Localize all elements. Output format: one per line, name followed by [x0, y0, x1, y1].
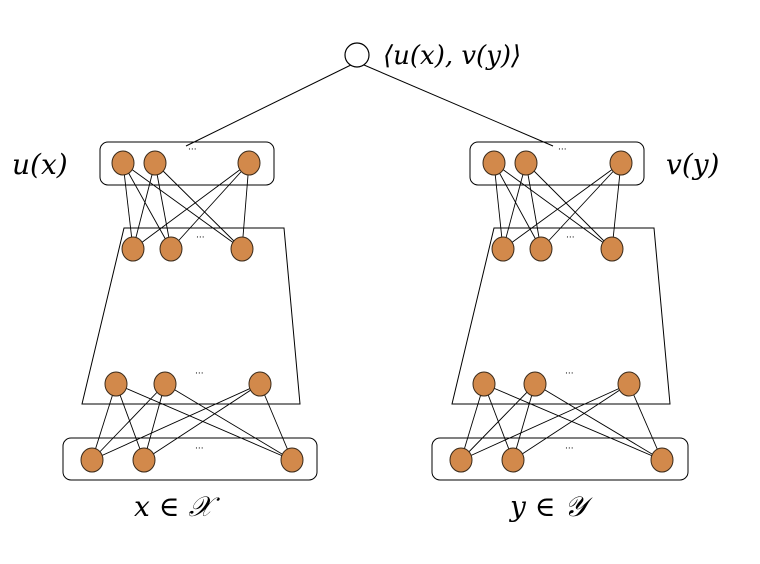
left-input-box	[62, 437, 318, 481]
neuron-icon	[280, 447, 304, 473]
neuron-icon	[104, 371, 128, 397]
neuron-icon	[600, 236, 624, 262]
neuron-icon	[514, 150, 538, 176]
left-input-layer	[80, 447, 304, 473]
left-upper-connections	[122, 162, 250, 250]
neuron-icon	[143, 150, 167, 176]
left-hidden-bottom-layer	[104, 371, 272, 397]
neuron-icon	[617, 371, 641, 397]
right-embedding-box	[469, 141, 645, 186]
neuron-icon	[121, 236, 145, 262]
right-input-label: y ∈ 𝒴	[508, 490, 593, 523]
neuron-icon	[523, 371, 547, 397]
neuron-icon	[529, 236, 553, 262]
right-upper-connections	[493, 162, 622, 250]
right-embedding-layer	[482, 150, 633, 176]
left-hidden-bottom-ellipsis: ···	[195, 369, 204, 379]
neuron-icon	[491, 236, 515, 262]
output-inner-product-label: ⟨u(x), v(y)⟩	[383, 41, 521, 71]
neuron-icon	[111, 150, 135, 176]
neuron-icon	[482, 150, 506, 176]
neuron-icon	[153, 371, 177, 397]
left-hidden-top-ellipsis: ···	[196, 233, 205, 243]
left-lower-connections	[91, 383, 293, 461]
left-input-ellipsis: ···	[195, 444, 204, 454]
neuron-icon	[449, 447, 473, 473]
left-hidden-top-layer	[121, 236, 254, 262]
neuron-icon	[650, 447, 674, 473]
left-hidden-trapezoid	[81, 227, 301, 405]
neuron-icon	[237, 150, 261, 176]
left-input-label: x ∈ 𝒳	[134, 490, 220, 523]
right-hidden-top-layer	[491, 236, 624, 262]
right-lower-connections	[460, 383, 663, 461]
neuron-icon	[472, 371, 496, 397]
neuron-icon	[159, 236, 183, 262]
right-embedding-ellipsis: ···	[558, 145, 567, 155]
output-node-icon	[344, 42, 370, 68]
right-hidden-top-ellipsis: ···	[566, 233, 575, 243]
neuron-icon	[248, 371, 272, 397]
left-embedding-box	[99, 141, 275, 186]
right-tower: ··· ··· ··· ··· v(y) y ∈ 𝒴	[431, 141, 719, 523]
neuron-icon	[230, 236, 254, 262]
right-hidden-bottom-ellipsis: ···	[565, 369, 574, 379]
left-embedding-label: u(x)	[12, 148, 68, 181]
right-embedding-label: v(y)	[666, 148, 719, 181]
neuron-icon	[501, 447, 525, 473]
right-hidden-bottom-layer	[472, 371, 641, 397]
output-connection-lines	[185, 61, 554, 147]
neuron-icon	[80, 447, 104, 473]
left-tower: ··· ··· ··· ··· u(x) x ∈ 𝒳	[12, 141, 318, 523]
right-input-layer	[449, 447, 674, 473]
neuron-icon	[609, 150, 633, 176]
right-hidden-trapezoid	[451, 227, 671, 405]
left-embedding-layer	[111, 150, 261, 176]
right-input-box	[431, 437, 689, 481]
neuron-icon	[132, 447, 156, 473]
left-embedding-ellipsis: ···	[188, 145, 197, 155]
right-input-ellipsis: ···	[565, 444, 574, 454]
